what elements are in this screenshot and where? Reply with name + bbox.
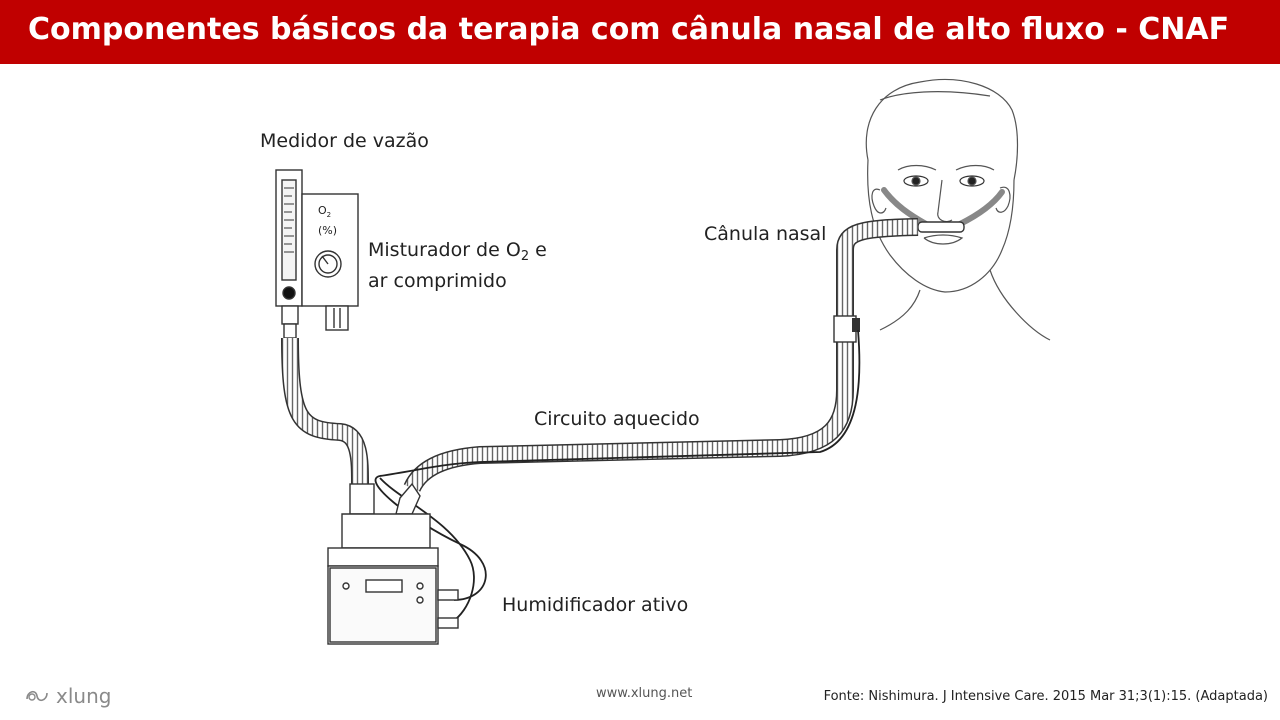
label-blender-prefix: Misturador de O xyxy=(368,239,521,261)
xlung-logo-text: xlung xyxy=(56,684,112,708)
label-heated-circuit: Circuito aquecido xyxy=(534,408,700,430)
label-blender-sub: 2 xyxy=(520,249,530,264)
patient-face xyxy=(865,78,1051,341)
blender-percent-label: (%) xyxy=(318,224,337,237)
heater-wire xyxy=(374,329,861,601)
xlung-logo[interactable]: xlung xyxy=(24,684,111,708)
cnaf-diagram: O2 (%) xyxy=(275,78,1051,645)
flow-meter xyxy=(275,169,303,339)
title-bar: Componentes básicos da terapia com cânul… xyxy=(0,0,1280,64)
footer-url[interactable]: www.xlung.net xyxy=(596,686,693,701)
temperature-probe xyxy=(852,318,860,332)
label-blender-suffix: e xyxy=(529,239,547,261)
footer-source: Fonte: Nishimura. J Intensive Care. 2015… xyxy=(823,689,1268,704)
xlung-logo-icon xyxy=(26,690,48,702)
page-title: Componentes básicos da terapia com cânul… xyxy=(28,12,1230,47)
label-oxygen-blender: Misturador de O2 e ar comprimido xyxy=(368,238,547,293)
humidifier xyxy=(327,482,459,645)
label-nasal-cannula: Cânula nasal xyxy=(704,223,827,245)
blender-o2-label: O2 xyxy=(318,204,331,219)
label-flow-meter: Medidor de vazão xyxy=(260,130,429,152)
cannula-prongs xyxy=(917,221,965,233)
label-humidifier: Humidificador ativo xyxy=(502,594,689,616)
label-blender-line2: ar comprimido xyxy=(368,270,507,292)
oxygen-blender xyxy=(301,193,359,331)
